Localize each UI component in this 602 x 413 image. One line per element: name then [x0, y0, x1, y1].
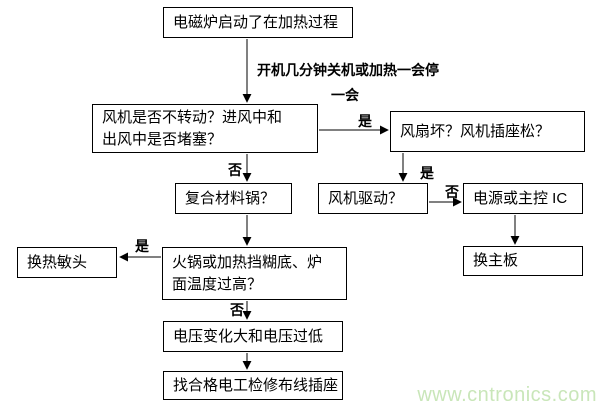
node-start: 电磁炉启动了在加热过程: [163, 7, 353, 38]
node-fan-broken: 风扇坏？风机插座松？: [390, 111, 585, 152]
node-fan-check-text-line1: 风机是否不转动？进风中和: [102, 108, 283, 126]
node-fan-check-text-line2: 出风中是否堵塞？: [102, 130, 223, 148]
node-overheat: 火锅或加热挡糊底、炉 面温度过高？: [162, 247, 347, 300]
node-fan-broken-text: 风扇坏？风机插座松？: [400, 122, 551, 140]
node-fan-check: 风机是否不转动？进风中和 出风中是否堵塞？: [92, 104, 318, 153]
node-replace-board-text: 换主板: [473, 252, 519, 269]
node-composite-pot: 复合材料锅？: [175, 183, 292, 214]
edge-label-no-voltage: 否: [230, 302, 244, 318]
annotation-condition-line1: 开机几分钟关机或加热一会停: [257, 62, 439, 78]
node-voltage-text: 电压变化大和电压过低: [173, 327, 324, 345]
edge-label-yes-fan-broken: 是: [358, 113, 372, 129]
node-thermal-head-text: 换热敏头: [27, 253, 88, 271]
node-overheat-text-line2: 面温度过高？: [172, 275, 263, 293]
node-overheat-text-line1: 火锅或加热挡糊底、炉: [172, 253, 323, 271]
watermark-text: www.cntronics.com: [417, 384, 597, 406]
node-thermal-head: 换热敏头: [17, 247, 117, 278]
node-replace-board: 换主板: [463, 246, 583, 276]
node-electrician-text: 找合格电工检修布线插座: [173, 376, 339, 394]
edge-label-yes-fan-drive: 是: [420, 165, 434, 181]
node-voltage: 电压变化大和电压过低: [163, 321, 343, 352]
edge-label-no-composite: 否: [228, 162, 242, 178]
edge-label-yes-thermal: 是: [135, 238, 149, 254]
node-start-text: 电磁炉启动了在加热过程: [173, 13, 339, 31]
node-power-ic-text: 电源或主控 IC: [473, 189, 568, 207]
node-electrician: 找合格电工检修布线插座: [163, 371, 343, 400]
node-fan-drive: 风机驱动？: [318, 183, 428, 214]
edge-label-no-power: 否: [445, 184, 459, 200]
node-power-ic: 电源或主控 IC: [463, 183, 583, 214]
annotation-condition-line2: 一会: [331, 87, 359, 103]
node-composite-pot-text: 复合材料锅？: [185, 189, 276, 207]
node-fan-drive-text: 风机驱动？: [328, 189, 404, 207]
